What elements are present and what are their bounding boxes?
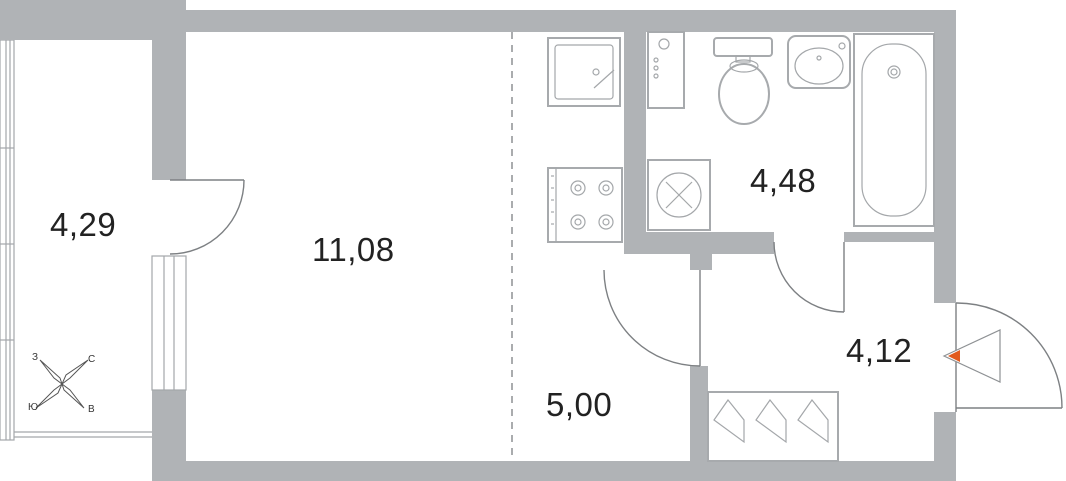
appliance-panel: [647, 31, 685, 109]
entrance-arrow-icon: [942, 329, 1001, 383]
bathroom-door: [773, 241, 845, 313]
compass-south: Ю: [28, 402, 39, 413]
room-area-balcony: 4,29: [50, 206, 117, 243]
balcony-door: [169, 179, 245, 255]
living-window: [151, 255, 187, 391]
wardrobe: [707, 391, 839, 462]
washer-icon: [647, 159, 711, 231]
wash-basin-icon: [787, 35, 851, 89]
compass-icon: [35, 359, 89, 409]
bathtub-icon: [853, 33, 935, 227]
stove-icon: [547, 167, 623, 243]
compass-west: З: [32, 352, 39, 363]
walls: [0, 0, 956, 481]
sink-icon: [547, 37, 621, 107]
room-area-living: 11,08: [312, 231, 395, 268]
compass-east: В: [88, 404, 95, 415]
room-area-bathroom: 4,48: [750, 162, 817, 199]
room-area-hall: 4,12: [846, 332, 913, 369]
compass-north: С: [88, 354, 96, 365]
toilet-icon: [713, 37, 773, 125]
hanger-icon: [713, 398, 829, 444]
room-area-kitchen: 5,00: [546, 386, 613, 423]
kitchen-door: [603, 269, 701, 367]
